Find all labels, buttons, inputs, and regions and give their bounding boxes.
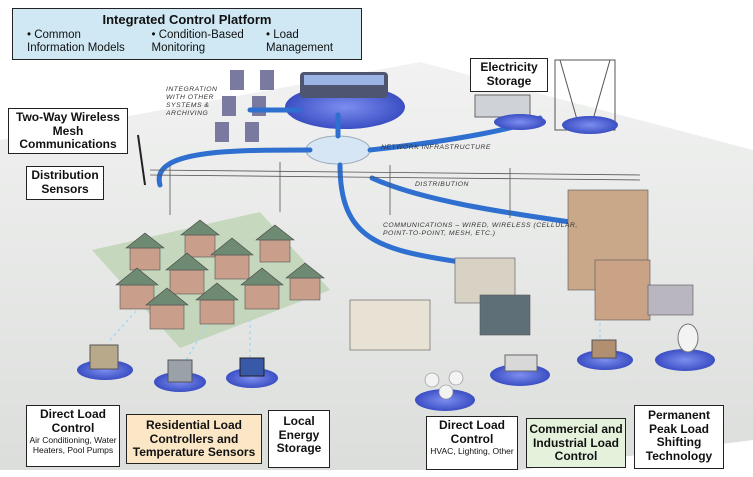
direct-load-control-res-title: Direct Load Control bbox=[39, 407, 106, 435]
residential-controllers-label: Residential Load Controllers and Tempera… bbox=[126, 414, 262, 464]
storage-disk bbox=[494, 114, 546, 130]
home-battery bbox=[239, 357, 265, 377]
local-energy-storage-text: Local Energy Storage bbox=[276, 414, 322, 455]
storage-device-disk bbox=[226, 368, 278, 388]
distribution-sensors-text: Distribution Sensors bbox=[31, 168, 99, 196]
integrated-control-platform-box: Integrated Control Platform • Common Inf… bbox=[12, 8, 362, 60]
houses bbox=[115, 219, 325, 330]
annotation-network: NETWORK INFRASTRUCTURE bbox=[381, 144, 491, 151]
monitor-wall bbox=[304, 75, 384, 85]
platform-item-info-models: • Common Information Models bbox=[27, 29, 125, 54]
direct-load-control-commercial-label: Direct Load Control HVAC, Lighting, Othe… bbox=[426, 416, 518, 470]
network-cloud-icon bbox=[305, 135, 371, 165]
annotation-integration: INTEGRATION WITH OTHER SYSTEMS & ARCHIVI… bbox=[166, 86, 218, 117]
annotation-communications: COMMUNICATIONS – WIRED, WIRELESS (CELLUL… bbox=[383, 222, 578, 237]
platform-title: Integrated Control Platform bbox=[102, 12, 272, 27]
commercial-industrial-text: Commercial and Industrial Load Control bbox=[529, 422, 623, 463]
direct-load-control-residential-label: Direct Load Control Air Conditioning, Wa… bbox=[26, 405, 120, 467]
distribution-sensors-label: Distribution Sensors bbox=[26, 166, 104, 200]
commercial-buildings bbox=[349, 189, 694, 351]
permanent-peak-label: Permanent Peak Load Shifting Technology bbox=[634, 405, 724, 469]
electricity-storage-label: Electricity Storage bbox=[470, 58, 548, 92]
two-way-mesh-text: Two-Way Wireless Mesh Communications bbox=[16, 110, 120, 151]
direct-load-control-com-sub: HVAC, Lighting, Other bbox=[430, 446, 514, 456]
mesh-antenna bbox=[137, 134, 146, 186]
commercial-industrial-label: Commercial and Industrial Load Control bbox=[526, 418, 626, 468]
heat-pump bbox=[167, 359, 193, 383]
commercial-storage-disk bbox=[577, 350, 633, 370]
electricity-storage-text: Electricity Storage bbox=[480, 60, 538, 88]
annotation-distribution: DISTRIBUTION bbox=[415, 181, 469, 188]
direct-load-control-com-title: Direct Load Control bbox=[438, 418, 505, 446]
peak-shift-disk bbox=[655, 349, 715, 371]
permanent-peak-text: Permanent Peak Load Shifting Technology bbox=[645, 408, 713, 463]
two-way-mesh-label: Two-Way Wireless Mesh Communications bbox=[8, 108, 128, 154]
ac-unit bbox=[89, 344, 119, 370]
power-lines bbox=[149, 162, 641, 218]
local-energy-storage-label: Local Energy Storage bbox=[268, 410, 330, 468]
lighting-disk bbox=[415, 389, 475, 411]
residential-controllers-text: Residential Load Controllers and Tempera… bbox=[132, 418, 256, 459]
platform-item-monitoring: • Condition-Based Monitoring bbox=[151, 29, 244, 54]
battery-storage bbox=[474, 94, 531, 118]
hvac-unit bbox=[504, 354, 538, 372]
platform-item-load-mgmt: • Load Management bbox=[266, 29, 334, 54]
light-bulbs bbox=[424, 370, 464, 400]
substation-disk bbox=[562, 116, 618, 134]
thermal-storage-tank bbox=[677, 323, 699, 353]
direct-load-control-res-sub: Air Conditioning, Water Heaters, Pool Pu… bbox=[29, 435, 117, 455]
commercial-battery bbox=[591, 339, 617, 359]
